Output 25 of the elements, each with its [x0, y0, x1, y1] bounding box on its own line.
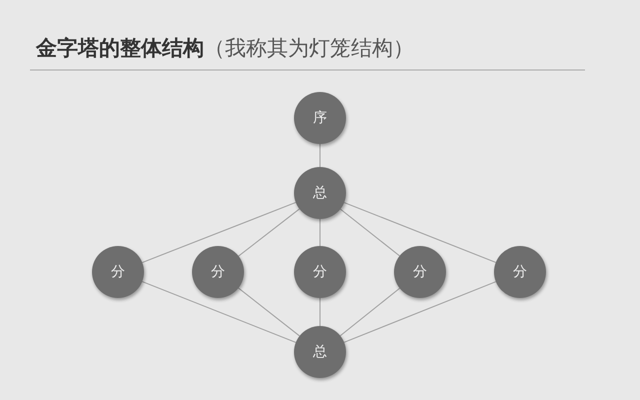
- node-label: 分: [111, 263, 125, 281]
- connector-line: [142, 281, 296, 343]
- connector-line: [340, 208, 400, 256]
- node-label: 分: [211, 263, 225, 281]
- circle-node: [394, 246, 446, 298]
- node-label: 序: [313, 109, 327, 127]
- title: 金字塔的整体结构（我称其为灯笼结构）: [36, 35, 414, 62]
- node-label: 分: [413, 263, 427, 281]
- node-label: 分: [513, 263, 527, 281]
- node-label: 总: [313, 343, 327, 361]
- circle-node: [494, 246, 546, 298]
- circle-node: [192, 246, 244, 298]
- connector-line: [344, 202, 496, 263]
- node-label: 分: [313, 263, 327, 281]
- connector-line: [238, 288, 300, 336]
- connector-line: [344, 281, 496, 343]
- circle-node: [92, 246, 144, 298]
- circle-node: [294, 92, 346, 144]
- node-label: 总: [313, 184, 327, 202]
- connector-line: [142, 202, 296, 264]
- circle-node: [294, 326, 346, 378]
- circle-node: [294, 167, 346, 219]
- connector-line: [238, 208, 300, 257]
- circle-node: [294, 246, 346, 298]
- connector-line: [340, 288, 400, 336]
